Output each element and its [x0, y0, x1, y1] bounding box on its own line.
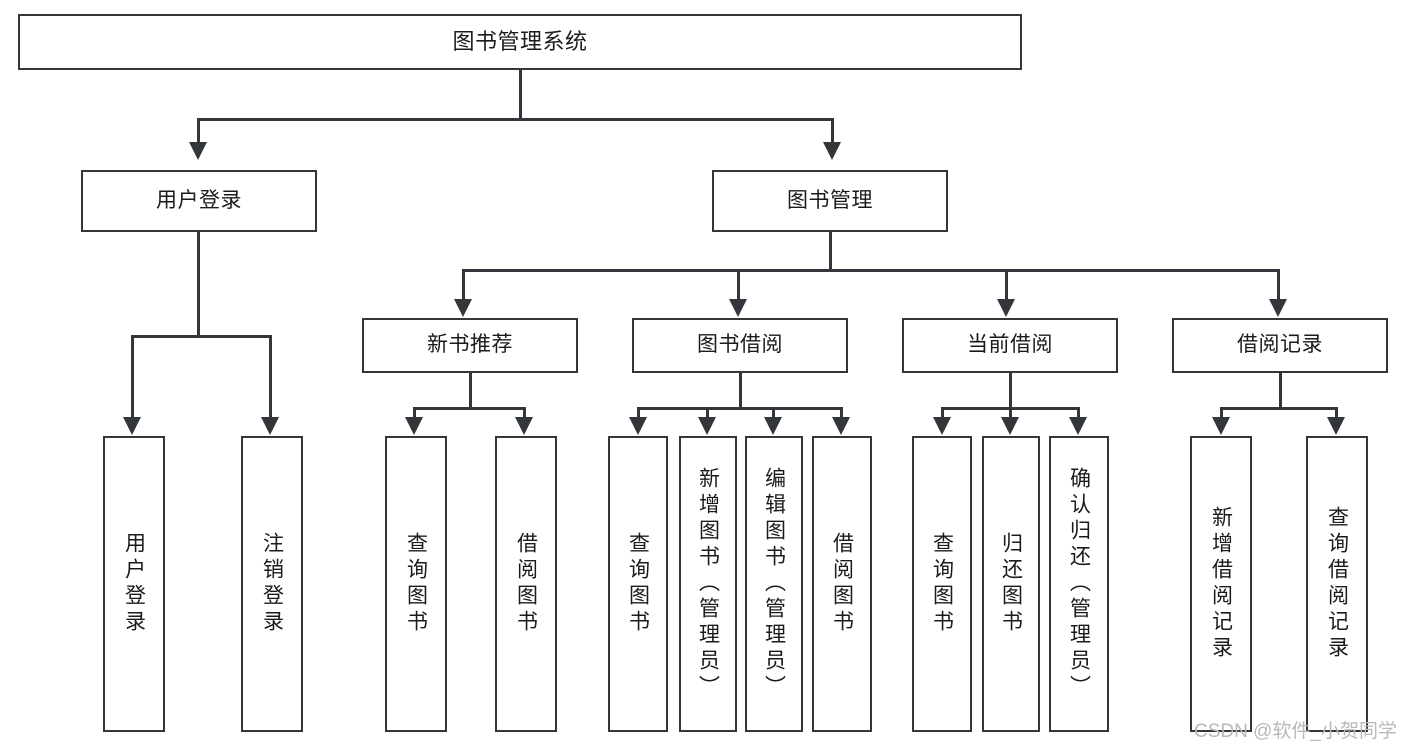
connector-borrow-record-stem: [1279, 373, 1282, 410]
node-book-management[interactable]: 图书管理: [712, 170, 948, 232]
leaf-confirm-return[interactable]: 确认归还（管理员）: [1049, 436, 1109, 732]
connector-current-borrow-stem: [1009, 373, 1012, 410]
arrowhead-leaf-borrow-book-1: [515, 417, 533, 435]
arrowhead-leaf-user-login: [123, 417, 141, 435]
leaf-add-book[interactable]: 新增图书（管理员）: [679, 436, 737, 732]
node-label: 图书管理: [787, 188, 873, 212]
arrowhead-book-borrow: [729, 299, 747, 317]
arrowhead-leaf-add-book: [698, 417, 716, 435]
arrowhead-leaf-return-book: [1001, 417, 1019, 435]
connector-new-book-recommend-stem: [469, 373, 472, 410]
connector-book-borrow-bus: [637, 407, 843, 410]
node-label: 确认归还（管理员）: [1067, 467, 1091, 701]
arrowhead-leaf-query-book-3: [933, 417, 951, 435]
node-label: 归还图书: [999, 532, 1023, 636]
leaf-edit-book[interactable]: 编辑图书（管理员）: [745, 436, 803, 732]
leaf-query-book-3[interactable]: 查询图书: [912, 436, 972, 732]
node-label: 查询图书: [626, 532, 650, 636]
node-root-book-management-system[interactable]: 图书管理系统: [18, 14, 1022, 70]
leaf-borrow-book-2[interactable]: 借阅图书: [812, 436, 872, 732]
node-label: 图书管理系统: [452, 29, 588, 55]
arrowhead-book-management: [823, 142, 841, 160]
arrowhead-leaf-query-record: [1327, 417, 1345, 435]
connector-drop-leaf-borrow-book-2: [840, 407, 843, 419]
node-label: 新书推荐: [427, 333, 513, 357]
connector-drop-leaf-query-book-3: [941, 407, 944, 419]
node-label: 借阅图书: [830, 532, 854, 636]
connector-drop-leaf-add-book: [706, 407, 709, 419]
node-label: 借阅记录: [1237, 333, 1323, 357]
arrowhead-user-login: [189, 142, 207, 160]
arrowhead-new-book-recommend: [454, 299, 472, 317]
arrowhead-leaf-add-record: [1212, 417, 1230, 435]
node-borrow-record[interactable]: 借阅记录: [1172, 318, 1388, 373]
connector-drop-book-borrow: [737, 269, 740, 301]
node-label: 查询图书: [930, 532, 954, 636]
node-label: 用户登录: [156, 188, 242, 212]
node-label: 借阅图书: [514, 532, 538, 636]
leaf-return-book[interactable]: 归还图书: [982, 436, 1040, 732]
node-label: 查询图书: [404, 532, 428, 636]
connector-drop-leaf-borrow-book-1: [523, 407, 526, 419]
node-current-borrow[interactable]: 当前借阅: [902, 318, 1118, 373]
connector-book-borrow-stem: [739, 373, 742, 410]
connector-level3-bus: [462, 269, 1280, 272]
connector-drop-leaf-query-book-2: [637, 407, 640, 419]
leaf-user-login[interactable]: 用户登录: [103, 436, 165, 732]
connector-drop-borrow-record: [1277, 269, 1280, 301]
leaf-logout-login[interactable]: 注销登录: [241, 436, 303, 732]
arrowhead-leaf-query-book-2: [629, 417, 647, 435]
connector-drop-current-borrow: [1005, 269, 1008, 301]
arrowhead-leaf-query-book-1: [405, 417, 423, 435]
connector-book-management-stem: [829, 232, 832, 271]
node-label: 用户登录: [122, 532, 146, 636]
arrowhead-leaf-borrow-book-2: [832, 417, 850, 435]
arrowhead-leaf-confirm-return: [1069, 417, 1087, 435]
node-label: 当前借阅: [967, 333, 1053, 357]
connector-user-login-bus: [131, 335, 272, 338]
leaf-query-book-2[interactable]: 查询图书: [608, 436, 668, 732]
connector-root-stem: [519, 70, 522, 118]
leaf-add-record[interactable]: 新增借阅记录: [1190, 436, 1252, 732]
arrowhead-current-borrow: [997, 299, 1015, 317]
connector-drop-leaf-query-book-1: [413, 407, 416, 419]
leaf-query-book-1[interactable]: 查询图书: [385, 436, 447, 732]
connector-drop-leaf-confirm-return: [1077, 407, 1080, 419]
node-label: 查询借阅记录: [1325, 506, 1349, 662]
leaf-query-record[interactable]: 查询借阅记录: [1306, 436, 1368, 732]
connector-drop-leaf-edit-book: [772, 407, 775, 419]
node-user-login[interactable]: 用户登录: [81, 170, 317, 232]
connector-borrow-record-bus: [1220, 407, 1338, 410]
connector-drop-leaf-logout-login: [269, 335, 272, 419]
connector-drop-leaf-query-record: [1335, 407, 1338, 419]
node-label: 注销登录: [260, 532, 284, 636]
leaf-borrow-book-1[interactable]: 借阅图书: [495, 436, 557, 732]
arrowhead-borrow-record: [1269, 299, 1287, 317]
node-label: 编辑图书（管理员）: [762, 467, 786, 701]
node-book-borrow[interactable]: 图书借阅: [632, 318, 848, 373]
connector-new-book-recommend-bus: [413, 407, 526, 410]
connector-user-login-stem: [197, 232, 200, 335]
arrowhead-leaf-edit-book: [764, 417, 782, 435]
node-label: 图书借阅: [697, 333, 783, 357]
connector-drop-book-management: [831, 118, 834, 144]
node-label: 新增借阅记录: [1209, 506, 1233, 662]
connector-drop-leaf-return-book: [1009, 407, 1012, 419]
arrowhead-leaf-logout-login: [261, 417, 279, 435]
connector-drop-new-book-recommend: [462, 269, 465, 301]
connector-level2-bus: [197, 118, 834, 121]
node-label: 新增图书（管理员）: [696, 467, 720, 701]
connector-drop-leaf-user-login: [131, 335, 134, 419]
connector-drop-user-login: [197, 118, 200, 144]
connector-drop-leaf-add-record: [1220, 407, 1223, 419]
node-new-book-recommend[interactable]: 新书推荐: [362, 318, 578, 373]
